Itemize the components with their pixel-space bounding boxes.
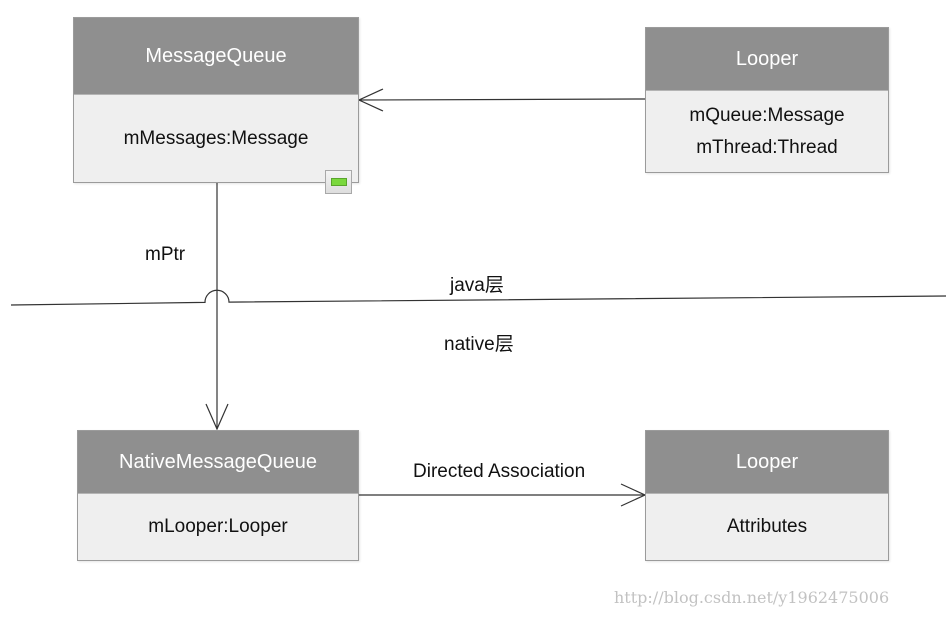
class-box-message-queue[interactable]: MessageQueue mMessages:Message xyxy=(73,17,359,183)
class-box-looper-native[interactable]: Looper Attributes xyxy=(645,430,889,561)
class-name: NativeMessageQueue xyxy=(78,431,358,494)
note-toggle-icon[interactable] xyxy=(325,170,352,194)
class-name: Looper xyxy=(646,28,888,91)
attribute-mqueue: mQueue:Message xyxy=(689,104,845,126)
java-layer-label: java层 xyxy=(450,275,504,296)
looper-to-queue-line xyxy=(358,98,646,101)
attribute-placeholder: Attributes xyxy=(726,516,808,537)
attribute-mthread: mThread:Thread xyxy=(696,136,838,158)
class-name: Looper xyxy=(646,431,888,494)
looper-to-queue-arrowhead xyxy=(357,88,384,112)
watermark-url: http://blog.csdn.net/y1962475006 xyxy=(614,588,890,607)
class-name: MessageQueue xyxy=(74,18,358,95)
native-layer-label: native层 xyxy=(444,334,514,355)
association-label: Directed Association xyxy=(413,461,586,482)
class-attributes: mMessages:Message xyxy=(74,95,358,182)
mptr-arrowhead xyxy=(205,403,229,431)
class-box-native-message-queue[interactable]: NativeMessageQueue mLooper:Looper xyxy=(77,430,359,561)
class-attributes: mQueue:Message mThread:Thread xyxy=(646,91,888,172)
attribute-mlooper: mLooper:Looper xyxy=(148,516,288,537)
attribute-mmessages: mMessages:Message xyxy=(123,127,309,149)
class-box-looper-java[interactable]: Looper mQueue:Message mThread:Thread xyxy=(645,27,889,173)
green-indicator-icon xyxy=(331,178,347,186)
class-attributes: mLooper:Looper xyxy=(78,494,358,560)
mptr-label: mPtr xyxy=(145,244,186,265)
class-attributes: Attributes xyxy=(646,494,888,560)
